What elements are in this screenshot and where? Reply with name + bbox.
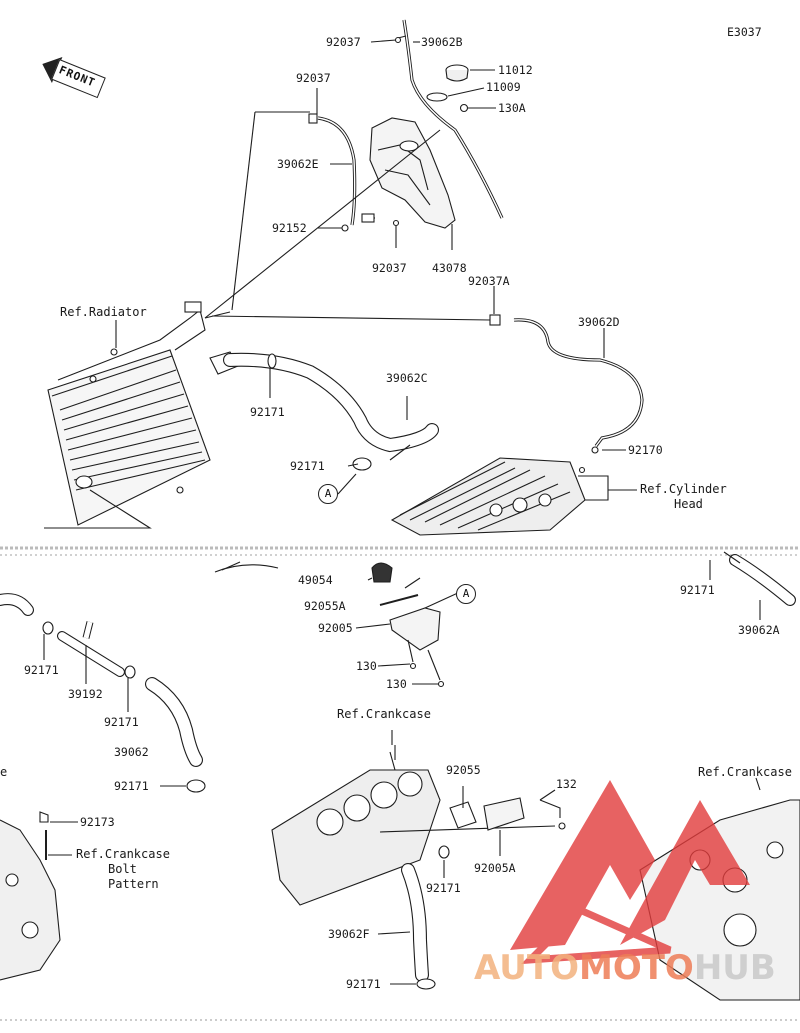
part-label: 39062E: [277, 157, 319, 171]
part-label: 43078: [432, 261, 467, 275]
radiator-drawing: [44, 301, 239, 529]
ref-crankcase-center: Ref.Crankcase: [337, 707, 431, 721]
part-label: 92171: [346, 977, 381, 991]
automotohub-watermark-logo: [510, 780, 750, 965]
part-label: 130A: [498, 101, 526, 115]
ref-partial-left: e: [0, 765, 8, 779]
part-label: 92005: [318, 621, 353, 635]
ref-crankcase-bolt-line1: Ref.Crankcase: [76, 847, 170, 861]
hose-39062e-drawing: [317, 116, 357, 226]
watermark-moto: MOTO: [578, 948, 694, 988]
part-label: 92171: [426, 881, 461, 895]
part-label: 39062B: [421, 35, 463, 49]
part-label: 92171: [114, 779, 149, 793]
ref-crankcase-bolt-line3: Pattern: [108, 877, 159, 891]
part-label: 92005A: [474, 861, 516, 875]
part-label: 11009: [486, 80, 521, 94]
part-label: 39062A: [738, 623, 780, 637]
part-label: 92171: [250, 405, 285, 419]
watermark-hub: HUB: [693, 948, 776, 988]
part-label: 39062F: [328, 927, 370, 941]
hose-39062d-drawing: [513, 318, 644, 447]
callout-a-lower: A: [456, 584, 476, 604]
part-label: 49054: [298, 573, 333, 587]
reservoir-tank-drawing: [361, 117, 456, 229]
crankcase-center-drawing: [271, 745, 566, 990]
part-label: 92037: [296, 71, 331, 85]
reservoir-cap-drawing: [426, 64, 469, 102]
part-label: 92152: [272, 221, 307, 235]
part-label: 130: [386, 677, 407, 691]
part-label: 39062: [114, 745, 149, 759]
callout-a-upper: A: [318, 484, 338, 504]
part-label: 92171: [24, 663, 59, 677]
part-label: 92037A: [468, 274, 510, 288]
part-label: 39062C: [386, 371, 428, 385]
part-label: 39062D: [578, 315, 620, 329]
part-label: 92171: [680, 583, 715, 597]
ref-cylinder-head-line2: Head: [674, 497, 703, 511]
diagram-code: E3037: [727, 25, 762, 39]
part-label: 92171: [290, 459, 325, 473]
ref-cylinder-head-line1: Ref.Cylinder: [640, 482, 727, 496]
ref-radiator-label: Ref.Radiator: [60, 305, 147, 319]
part-label: 132: [556, 777, 577, 791]
cylinder-head-drawing: [390, 457, 609, 536]
part-label: 39192: [68, 687, 103, 701]
part-label: 92055A: [304, 599, 346, 613]
crankcase-left-drawing: [0, 811, 61, 981]
part-label: 92170: [628, 443, 663, 457]
part-label: 92173: [80, 815, 115, 829]
watermark-auto: AUTO: [474, 948, 579, 988]
part-label: 92037: [326, 35, 361, 49]
automotohub-watermark-text: AUTOMOTOHUB: [474, 948, 776, 988]
thermostat-drawing: [214, 561, 461, 688]
bolt-130a-drawing: [459, 103, 469, 113]
part-label: 92055: [446, 763, 481, 777]
part-label: 92037: [372, 261, 407, 275]
ref-crankcase-bolt-line2: Bolt: [108, 862, 137, 876]
part-label: 11012: [498, 63, 533, 77]
ref-crankcase-right: Ref.Crankcase: [698, 765, 792, 779]
part-label: 92171: [104, 715, 139, 729]
part-label: 130: [356, 659, 377, 673]
